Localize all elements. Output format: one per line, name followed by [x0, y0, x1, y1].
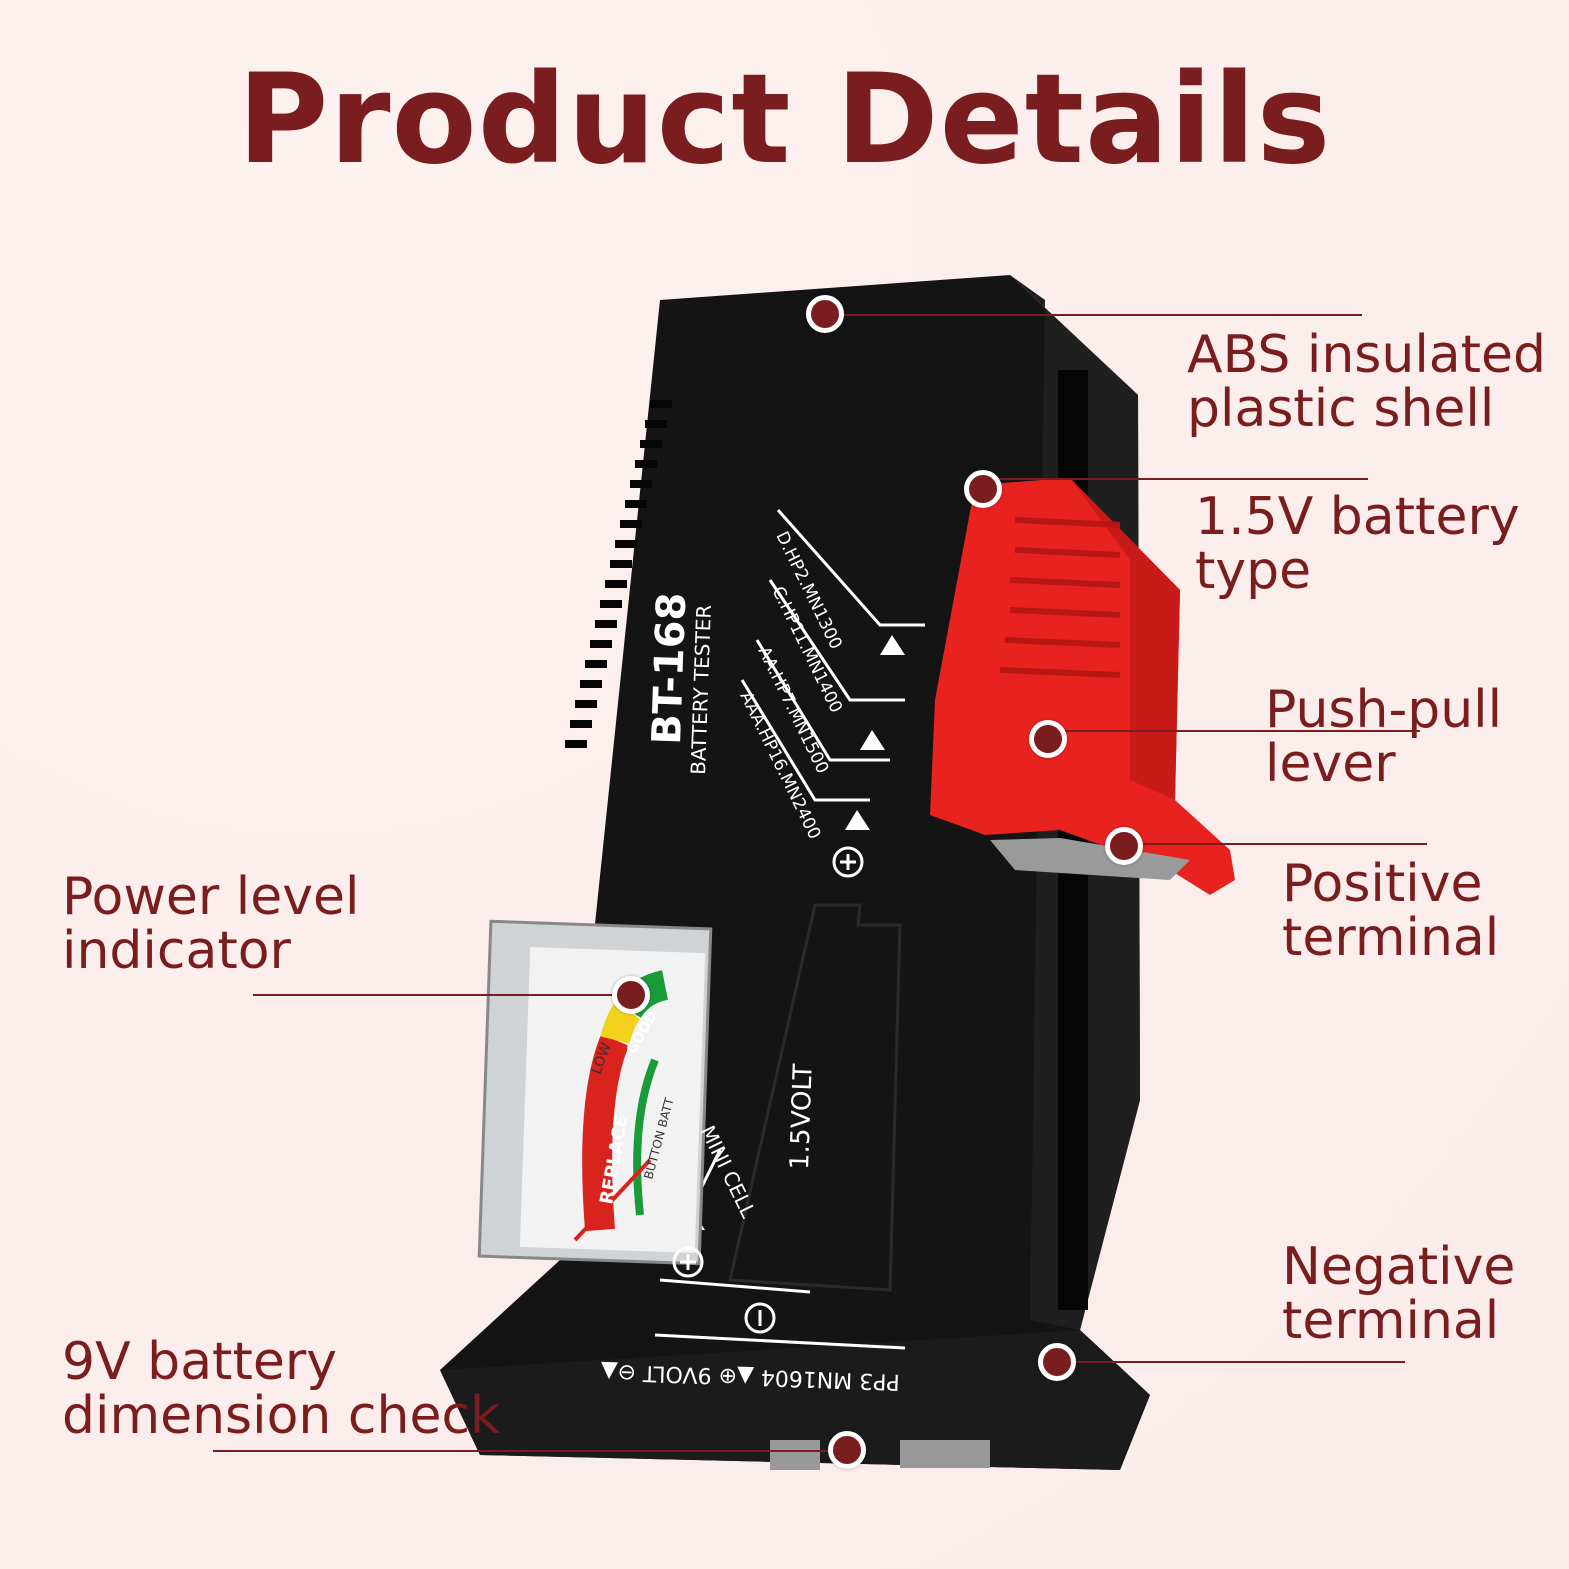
callout-label-negative: Negative terminal — [1282, 1237, 1516, 1351]
slot-label-text: 1.5VOLT — [785, 1063, 819, 1170]
callout-label-lever: Push-pull lever — [1265, 680, 1503, 794]
callout-line-power — [253, 994, 631, 996]
model-text: BT-168 — [644, 592, 695, 746]
callout-label-shell: ABS insulated plastic shell — [1187, 325, 1547, 439]
callout-line-positive — [1124, 843, 1427, 845]
callout-label-power: Power level indicator — [62, 867, 360, 981]
callout-line-nine-volt — [213, 1450, 847, 1452]
callout-label-battery-type: 1.5V battery type — [1195, 487, 1520, 601]
callout-dot-shell — [806, 295, 844, 333]
callout-dot-negative — [1038, 1343, 1076, 1381]
callout-dot-power — [612, 976, 650, 1014]
negative-terminal-hardware — [770, 1440, 990, 1470]
callout-dot-battery-type — [964, 470, 1002, 508]
callout-label-nine-volt: 9V battery dimension check — [62, 1332, 501, 1446]
tester-body — [440, 275, 1150, 1470]
callout-line-battery-type — [983, 478, 1368, 480]
device-name-text: BATTERY TESTER — [686, 604, 716, 775]
callout-label-positive: Positive terminal — [1282, 854, 1500, 968]
callout-line-lever — [1048, 730, 1420, 732]
plus-icon — [672, 846, 864, 1278]
page-title: Product Details — [237, 48, 1332, 192]
callout-line-negative — [1057, 1361, 1405, 1363]
callout-dot-nine-volt — [828, 1431, 866, 1469]
callout-line-shell — [825, 314, 1362, 316]
callout-dot-positive — [1105, 827, 1143, 865]
callout-dot-lever — [1029, 720, 1067, 758]
push-pull-lever — [930, 478, 1235, 895]
minus-icon — [744, 1302, 776, 1334]
power-level-meter — [477, 919, 713, 1266]
